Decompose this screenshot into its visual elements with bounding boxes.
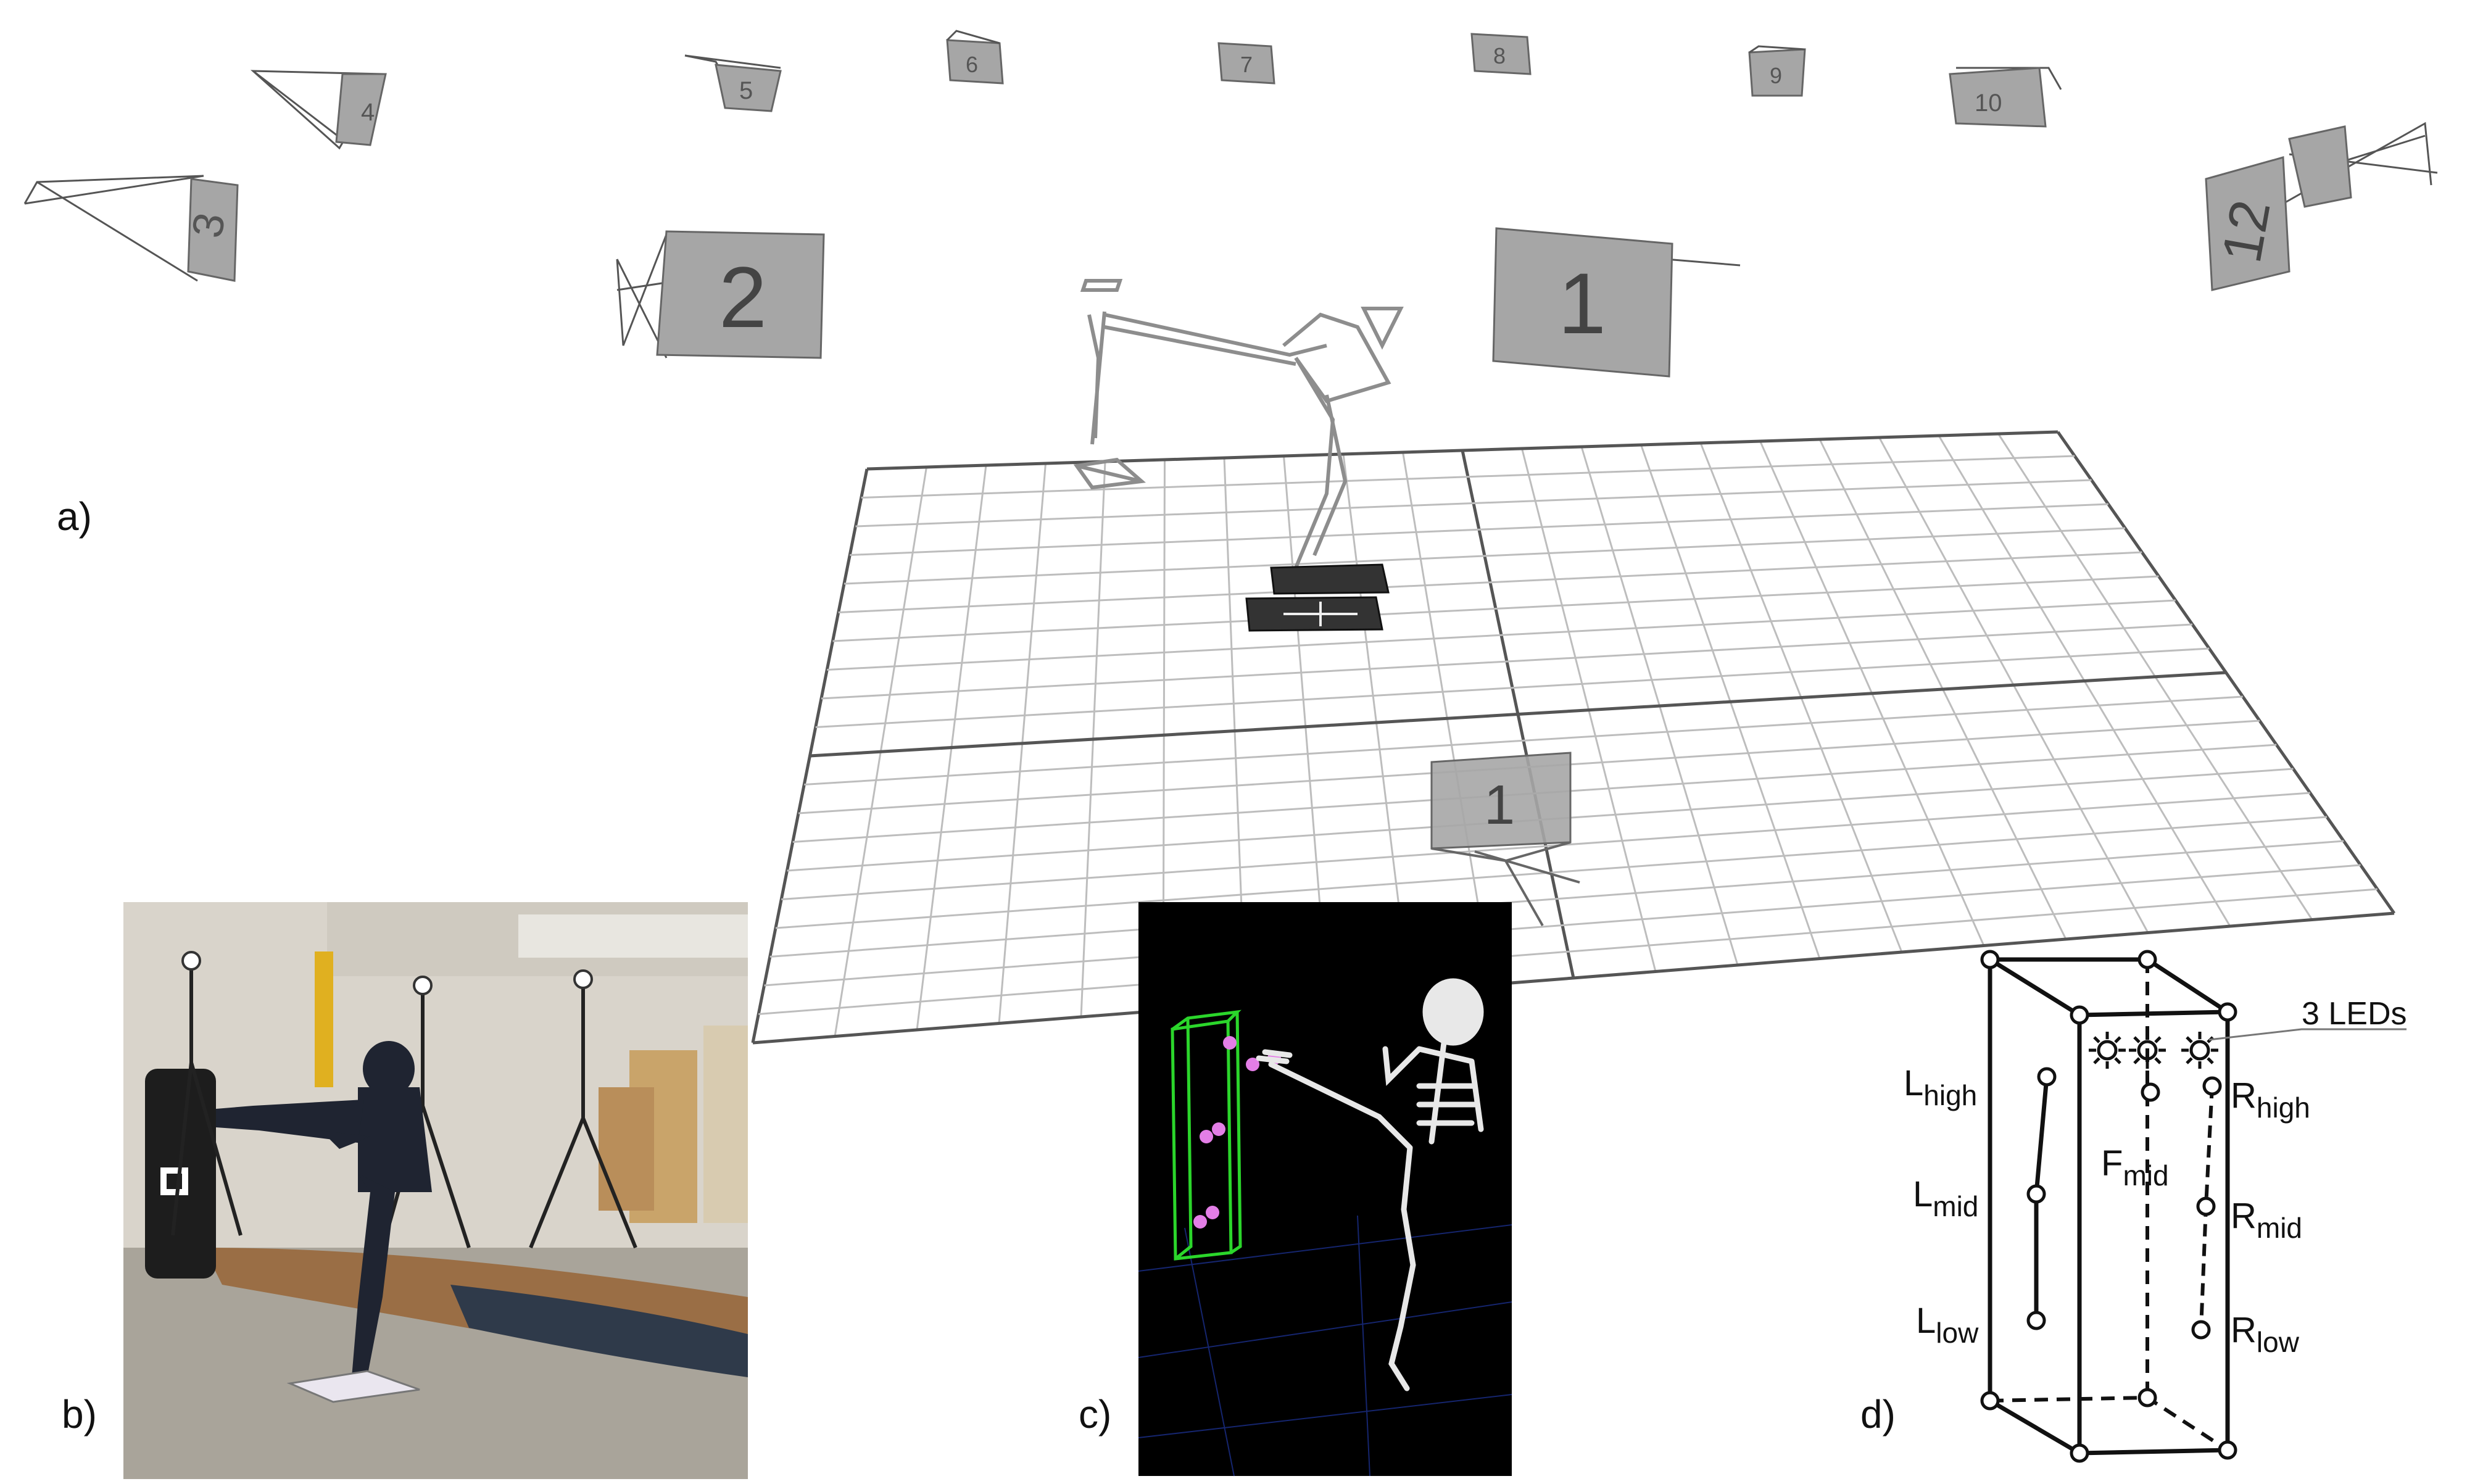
camera-2-number: 2	[719, 249, 767, 346]
label-r-low: Rlow	[2231, 1310, 2300, 1358]
panel-c-label: c)	[1079, 1392, 1112, 1436]
camera-9-number: 9	[1770, 63, 1782, 88]
floor-marker-number: 1	[1484, 774, 1515, 836]
grid-line	[832, 575, 2159, 642]
grid-line	[804, 695, 2243, 786]
camera-10-number: 10	[1975, 89, 2002, 117]
camera-8-number: 8	[1493, 43, 1506, 68]
camera-5: 5	[715, 64, 782, 112]
camera-5-number: 5	[739, 77, 753, 104]
panel-d-labels: 3 LEDs Lhigh Lmid Llow Fmid Rhigh Rmid R…	[1904, 996, 2407, 1358]
grid-line	[781, 792, 2310, 900]
label-l-high: Lhigh	[1904, 1063, 1977, 1111]
grid-line	[821, 623, 2193, 700]
capture-floor-grid	[751, 430, 2396, 1045]
camera-6: 6	[946, 30, 1004, 85]
skeleton-model	[1256, 978, 1484, 1391]
camera-6-number: 6	[966, 52, 978, 77]
camera-9: 9	[1748, 45, 1806, 97]
camera-4-number: 4	[361, 99, 375, 126]
grid-line	[758, 888, 2378, 1015]
camera-1-number: 1	[1558, 255, 1606, 352]
grid-line	[838, 551, 2142, 613]
camera-7-number: 7	[1240, 52, 1253, 77]
camera-2: 2	[656, 230, 825, 359]
panel-b-label: b)	[62, 1392, 97, 1436]
panel-d-diagram	[1980, 950, 2407, 1463]
led-sun-icons	[2089, 1032, 2218, 1069]
grid-line	[775, 816, 2328, 929]
grid-line	[815, 647, 2210, 728]
camera-11-number: 11	[2311, 171, 2318, 178]
camera-12-number: 12	[2211, 196, 2282, 267]
camera-11: 11	[2288, 125, 2352, 208]
bag-vertices	[1980, 950, 2237, 1463]
label-l-mid: Lmid	[1913, 1174, 1978, 1222]
grid-line	[855, 479, 2092, 528]
grid-major-line	[752, 911, 2395, 1045]
panel-c-render	[1138, 902, 1512, 1477]
camera-frustums	[23, 54, 2438, 359]
grid-major-line	[810, 671, 2226, 758]
camera-10: 10	[1949, 67, 2047, 128]
label-l-low: Llow	[1916, 1301, 1979, 1349]
camera-12: 12	[2205, 156, 2291, 291]
camera-4: 4	[335, 73, 387, 146]
panel-d-label: d)	[1860, 1392, 1896, 1436]
force-plates	[1245, 563, 1390, 632]
grid-major-line	[866, 430, 2058, 471]
panel-b-photo	[123, 902, 748, 1479]
panel-a-label: a)	[57, 494, 92, 539]
floor-marker: 1	[1430, 752, 1580, 926]
grid-line	[861, 455, 2075, 499]
label-r-high: Rhigh	[2231, 1076, 2310, 1124]
punching-bag-wireframe	[1171, 1009, 1242, 1261]
camera-7: 7	[1217, 42, 1275, 85]
label-f-mid: Fmid	[2101, 1143, 2169, 1192]
grid-line	[844, 527, 2126, 585]
leds-label: 3 LEDs	[2302, 996, 2407, 1032]
camera-1: 1	[1492, 227, 1673, 378]
grid-line	[850, 503, 2108, 556]
label-r-mid: Rmid	[2231, 1196, 2302, 1244]
grid-line	[769, 840, 2344, 958]
grid-line	[764, 864, 2361, 987]
kicking-athlete	[216, 1041, 432, 1377]
camera-3: 3	[183, 178, 239, 282]
grid-line	[827, 599, 2176, 671]
camera-8: 8	[1470, 33, 1532, 75]
marker-points	[2026, 1067, 2222, 1340]
stick-figure-skeleton	[1073, 279, 1404, 587]
